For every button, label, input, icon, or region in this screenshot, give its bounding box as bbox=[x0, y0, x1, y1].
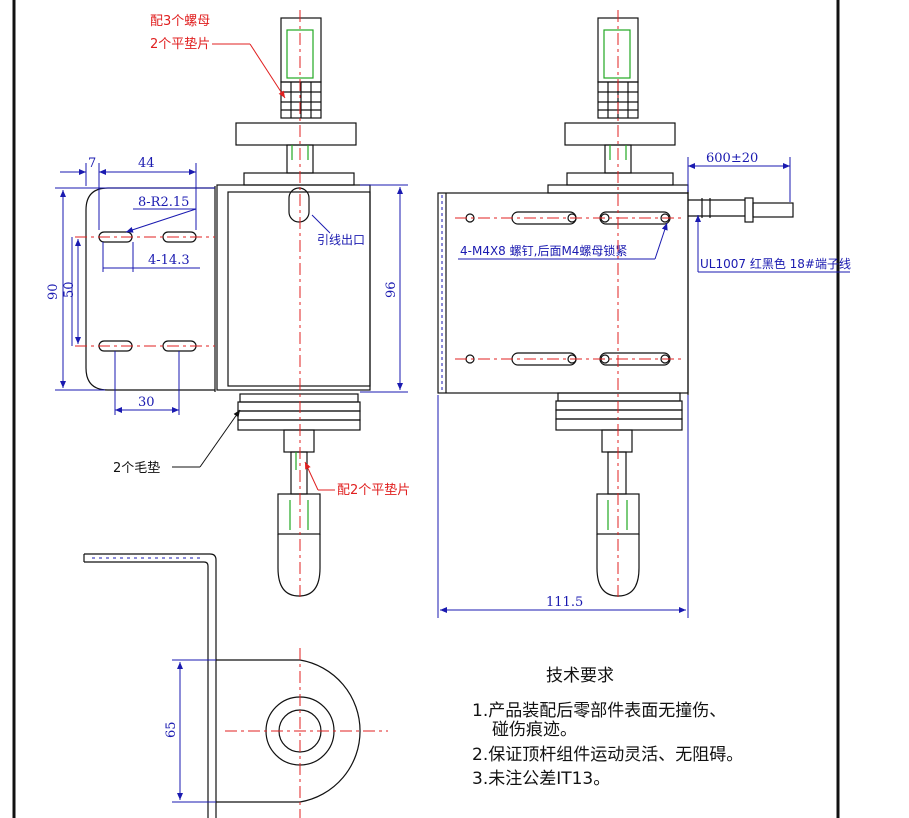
requirement-2: 2.保证顶杆组件运动灵活、无阻碍。 bbox=[472, 745, 743, 765]
flat-washers-note: 配2个平垫片 bbox=[337, 482, 410, 498]
front-view bbox=[85, 17, 371, 597]
screws-note: 4-M4X8 螺钉,后面M4螺母锁紧 bbox=[460, 243, 627, 258]
drawing-frame bbox=[12, 0, 840, 818]
front-view-centerlines bbox=[75, 10, 301, 600]
cable-note: UL1007 红黑色 18#端子线 bbox=[700, 256, 851, 271]
front-view-green-parts bbox=[286, 29, 314, 530]
side-dimension-lines bbox=[437, 157, 850, 618]
nuts-note-line1: 配3个螺母 bbox=[150, 14, 210, 29]
bracket-plan-centerlines bbox=[225, 648, 388, 818]
dimension-90: 90 bbox=[46, 283, 61, 300]
dimension-44: 44 bbox=[138, 156, 155, 171]
dimension-7: 7 bbox=[88, 156, 96, 171]
wire-exit-label: 引线出口 bbox=[317, 233, 365, 247]
dimension-cable-length: 600±20 bbox=[706, 151, 758, 166]
dimension-slot-spacing: 4-14.3 bbox=[148, 253, 190, 268]
dimension-96: 96 bbox=[384, 281, 399, 298]
front-annotation-leaders bbox=[172, 43, 335, 491]
requirement-1-line2: 碰伤痕迹。 bbox=[492, 720, 577, 740]
technical-requirements: 技术要求 1.产品装配后零部件表面无撞伤、 碰伤痕迹。 2.保证顶杆组件运动灵活… bbox=[472, 666, 743, 789]
side-view-centerlines bbox=[455, 10, 682, 600]
requirement-3: 3.未注公差IT13。 bbox=[472, 769, 610, 789]
nuts-note-line2: 2个平垫片 bbox=[150, 36, 210, 52]
felt-pads-note: 2个毛垫 bbox=[113, 460, 160, 476]
bracket-plan-dimension bbox=[172, 659, 216, 803]
requirements-title: 技术要求 bbox=[546, 666, 614, 686]
dimension-50: 50 bbox=[62, 281, 77, 298]
requirement-1-line1: 1.产品装配后零部件表面无撞伤、 bbox=[472, 701, 726, 721]
front-dimension-lines bbox=[55, 163, 408, 415]
dimension-slot-radius: 8-R2.15 bbox=[138, 195, 189, 210]
dimension-65: 65 bbox=[164, 721, 179, 738]
side-view bbox=[437, 17, 794, 597]
side-view-green-parts bbox=[603, 29, 631, 530]
bracket-bend-view bbox=[83, 553, 217, 818]
dimension-30: 30 bbox=[138, 395, 155, 410]
dimension-width-total: 111.5 bbox=[546, 595, 583, 610]
